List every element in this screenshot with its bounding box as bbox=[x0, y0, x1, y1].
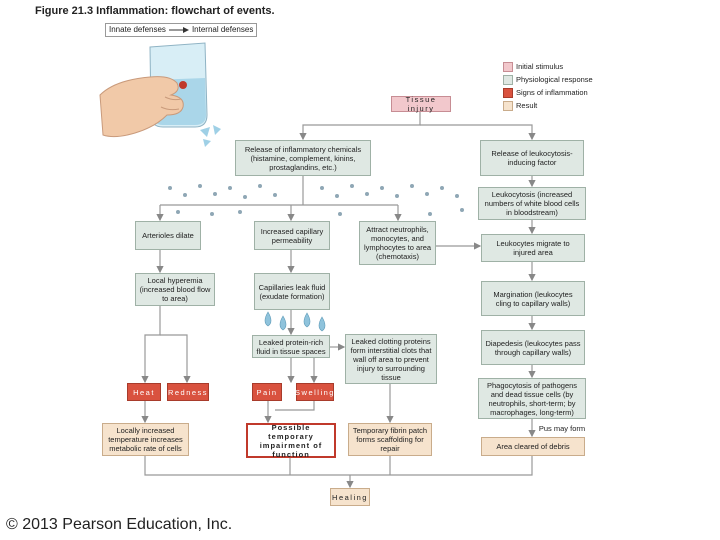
node-leaked-protein: Leaked protein-rich fluid in tissue spac… bbox=[252, 335, 330, 358]
legend-swatch-physiological-response bbox=[503, 75, 513, 85]
node-temporary-fibrin: Temporary fibrin patch forms scaffolding… bbox=[348, 423, 432, 456]
node-increased-permeability: Increased capillary permeability bbox=[254, 221, 330, 250]
legend-label-signs-of-inflammation: Signs of inflammation bbox=[516, 88, 588, 97]
arrow-right-icon bbox=[168, 27, 189, 33]
node-arterioles-dilate: Arterioles dilate bbox=[135, 221, 201, 250]
copyright-notice: © 2013 Pearson Education, Inc. bbox=[6, 516, 233, 533]
legend-swatch-signs-of-inflammation bbox=[503, 88, 513, 98]
injured-hand-illustration bbox=[99, 42, 221, 147]
node-phagocytosis: Phagocytosis of pathogens and dead tissu… bbox=[478, 378, 586, 419]
node-possible-impairment: Possible temporary impairment of functio… bbox=[246, 423, 336, 459]
node-locally-increased-temp: Locally increased temperature increases … bbox=[102, 423, 189, 456]
node-release-chemicals: Release of inflammatory chemicals (hista… bbox=[235, 140, 371, 176]
node-area-cleared: Area cleared of debris bbox=[481, 437, 585, 456]
node-pain: Pain bbox=[252, 383, 282, 401]
legend-label-initial-stimulus: Initial stimulus bbox=[516, 62, 564, 71]
legend-swatch-initial-stimulus bbox=[503, 62, 513, 72]
node-leukocytosis: Leukocytosis (increased numbers of white… bbox=[478, 187, 586, 220]
node-diapedesis: Diapedesis (leukocytes pass through capi… bbox=[481, 330, 585, 365]
legend-label-physiological-response: Physiological response bbox=[516, 75, 593, 84]
blood-drop-icon bbox=[179, 81, 187, 89]
legend-swatch-result bbox=[503, 101, 513, 111]
node-leukocytes-migrate: Leukocytes migrate to injured area bbox=[481, 234, 585, 262]
node-tissue-injury: Tissue injury bbox=[391, 95, 451, 113]
node-release-leukocytosis-factor: Release of leukocytosis-inducing factor bbox=[480, 140, 584, 176]
node-leaked-clotting: Leaked clotting proteins form interstiti… bbox=[345, 334, 437, 384]
legend-label-result: Result bbox=[516, 101, 538, 110]
breadcrumb-item-internal: Internal defenses bbox=[191, 25, 254, 34]
breadcrumb: Innate defenses Internal defenses bbox=[105, 23, 258, 37]
node-swelling: Swelling bbox=[295, 383, 334, 401]
node-pus-may-form: Pus may form bbox=[538, 423, 586, 433]
node-capillaries-leak: Capillaries leak fluid (exudate formatio… bbox=[254, 273, 330, 310]
figure-title: Figure 21.3 Inflammation: flowchart of e… bbox=[35, 5, 275, 17]
node-redness: Redness bbox=[167, 383, 209, 401]
breadcrumb-item-innate: Innate defenses bbox=[109, 25, 166, 34]
node-heat: Heat bbox=[127, 383, 161, 401]
node-attract-neutrophils: Attract neutrophils, monocytes, and lymp… bbox=[359, 221, 436, 265]
chemical-dots bbox=[168, 184, 464, 216]
node-margination: Margination (leukocytes cling to capilla… bbox=[481, 281, 585, 316]
node-local-hyperemia: Local hyperemia (increased blood flow to… bbox=[135, 273, 215, 306]
fluid-drops-icon bbox=[264, 311, 326, 332]
node-healing: Healing bbox=[330, 488, 370, 506]
